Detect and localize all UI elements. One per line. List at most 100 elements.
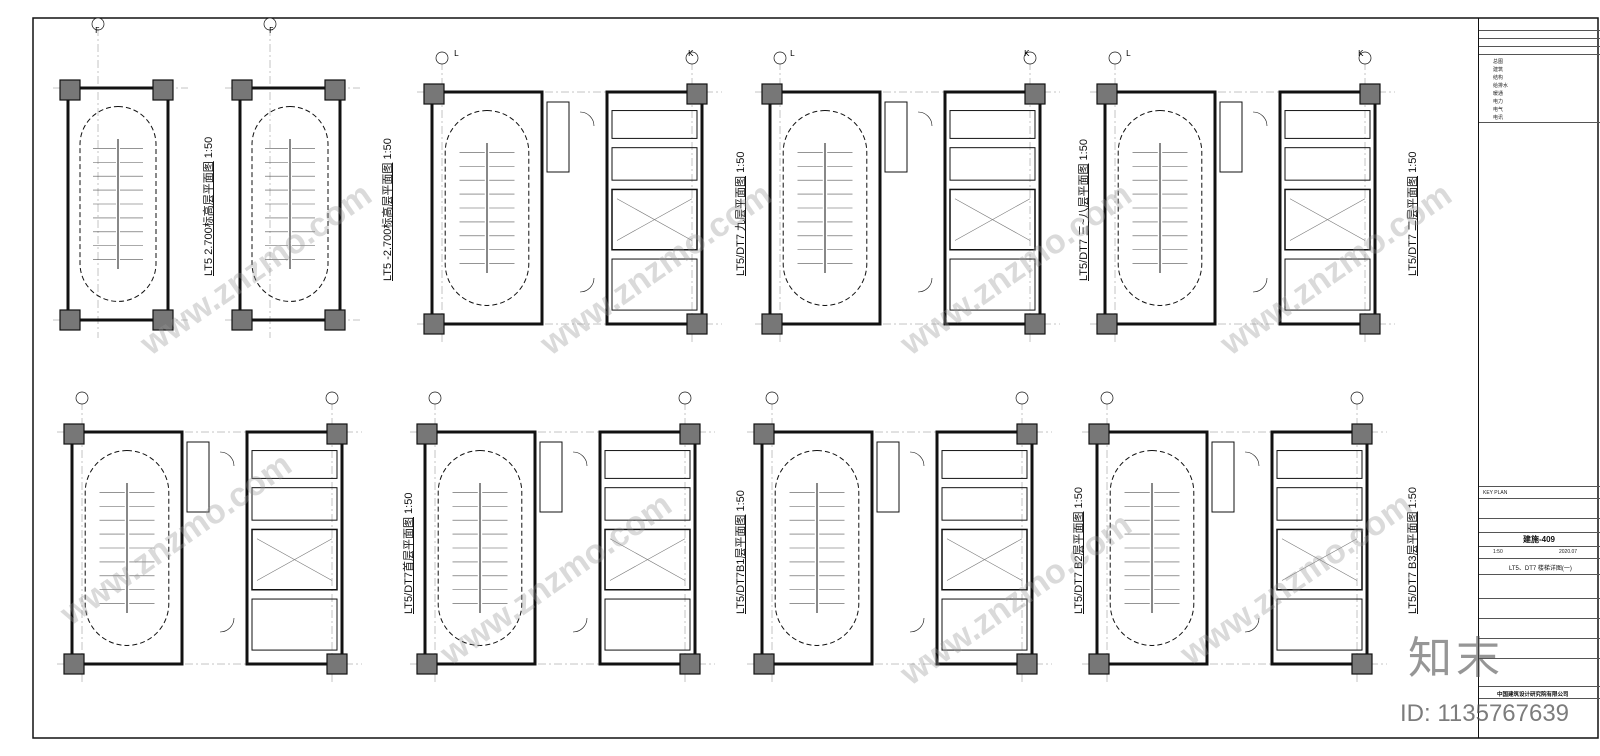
p5-col-bl [1096,313,1118,335]
p5-stair-wall [1103,90,1217,326]
p5-lower-room [1284,258,1371,311]
p4-stair-path [782,110,868,306]
p8-stair-wall [760,430,874,666]
p9-axis-bubble-right [1350,391,1364,405]
p9-axis-bubble-left [1100,391,1114,405]
p6-elevator-cross [256,538,333,581]
p7-shaft-wall [598,430,697,666]
p5-shaft-wall [1278,90,1377,326]
p8-col-bl [753,653,775,675]
discipline-1: 建筑 [1493,67,1504,73]
p1-col-tl [59,79,81,101]
p1-stair-wall [66,86,170,322]
p9-duct [1276,450,1363,479]
axis-label-l-2: L [790,49,795,58]
plan-title-p8: LT5/DT7 B2层平面图 1:50 [1073,487,1085,614]
p7-door-swing [572,451,588,467]
p4-stair-wall [768,90,882,326]
p9-col-tr [1351,423,1373,445]
title-block: 总图 建筑 结构 给排水 暖通 电力 电气 电讯 KEY PLAN 建施-409… [1478,18,1600,738]
p4-elevator-shaft [949,188,1036,251]
p9-lower-room [1276,598,1363,651]
p8-axis-bubble-left [765,391,779,405]
discipline-3: 给排水 [1493,83,1509,89]
p8-closet [876,441,900,513]
p8-col-tl [753,423,775,445]
p9-room [1276,487,1363,521]
p3-axis-bubble-left [435,51,449,65]
p4-lower-room [949,258,1036,311]
p7-duct [604,450,691,479]
p1-col-tr [152,79,174,101]
p9-col-bl [1088,653,1110,675]
p8-stair-path [774,450,860,646]
p6-duct [251,450,338,479]
p3-closet [546,101,570,173]
p5-col-tr [1359,83,1381,105]
p5-axis-bubble-left [1108,51,1122,65]
axis-label-k-1: K [688,49,694,58]
p3-shaft-wall [605,90,704,326]
p8-elevator-shaft [941,528,1028,591]
date-value: 2020.07 [1559,549,1578,555]
axis-label-k-3: K [1358,49,1364,58]
p8-door-swing [909,451,925,467]
p7-axis-bubble-right [678,391,692,405]
p7-door-swing [572,617,588,633]
p5-room [1284,147,1371,181]
p4-elevator-cross [954,198,1031,241]
p4-col-tr [1024,83,1046,105]
p3-lower-room [611,258,698,311]
drawing-number: 建施-409 [1523,535,1556,544]
plan-title-p1: LT5 2.700标高层平面图 1:50 [203,136,215,276]
p1-col-bl [59,309,81,331]
p1-axis-bubble [91,17,105,31]
plan-title-p4: LT5/DT7 三~八层平面图 1:50 [1078,139,1090,281]
p7-col-tr [679,423,701,445]
p3-elevator-cross [616,198,693,241]
axis-label-l-3: L [1126,49,1131,58]
p3-stair-wall [430,90,544,326]
p7-stair-path [437,450,523,646]
p8-axis-bubble-right [1015,391,1029,405]
p9-elevator-cross [1281,538,1358,581]
p3-door-swing [579,111,595,127]
p5-closet [1219,101,1243,173]
p4-col-tl [761,83,783,105]
p6-closet [186,441,210,513]
p4-axis-bubble-left [773,51,787,65]
p6-lower-room [251,598,338,651]
p3-room [611,147,698,181]
p9-stair-wall [1095,430,1209,666]
key-plan-label: KEY PLAN [1483,490,1508,496]
brand-watermark: 知末 [1408,634,1504,683]
p7-elevator-shaft [604,528,691,591]
p7-lower-room [604,598,691,651]
plan-title-p3: LT5/DT7 九层平面图 1:50 [735,151,747,276]
p4-door-swing [917,111,933,127]
p6-col-tr [326,423,348,445]
p4-shaft-wall [943,90,1042,326]
p9-shaft-wall [1270,430,1369,666]
p6-col-tl [63,423,85,445]
p3-duct [611,110,698,139]
id-watermark: ID: 1135767639 [1400,700,1570,727]
p6-elevator-shaft [251,528,338,591]
p3-col-br [686,313,708,335]
discipline-6: 电气 [1493,107,1504,113]
p7-axis-bubble-left [428,391,442,405]
p5-door-swing [1252,111,1268,127]
p9-closet [1211,441,1235,513]
p1-col-br [152,309,174,331]
p8-room [941,487,1028,521]
p6-axis-bubble-left [75,391,89,405]
p7-room [604,487,691,521]
p9-door-swing [1244,451,1260,467]
sheet-border [32,17,1599,739]
p2-stair-wall [238,86,342,322]
p7-col-bl [416,653,438,675]
p6-door-swing [219,617,235,633]
discipline-7: 电讯 [1493,115,1504,121]
p7-col-br [679,653,701,675]
